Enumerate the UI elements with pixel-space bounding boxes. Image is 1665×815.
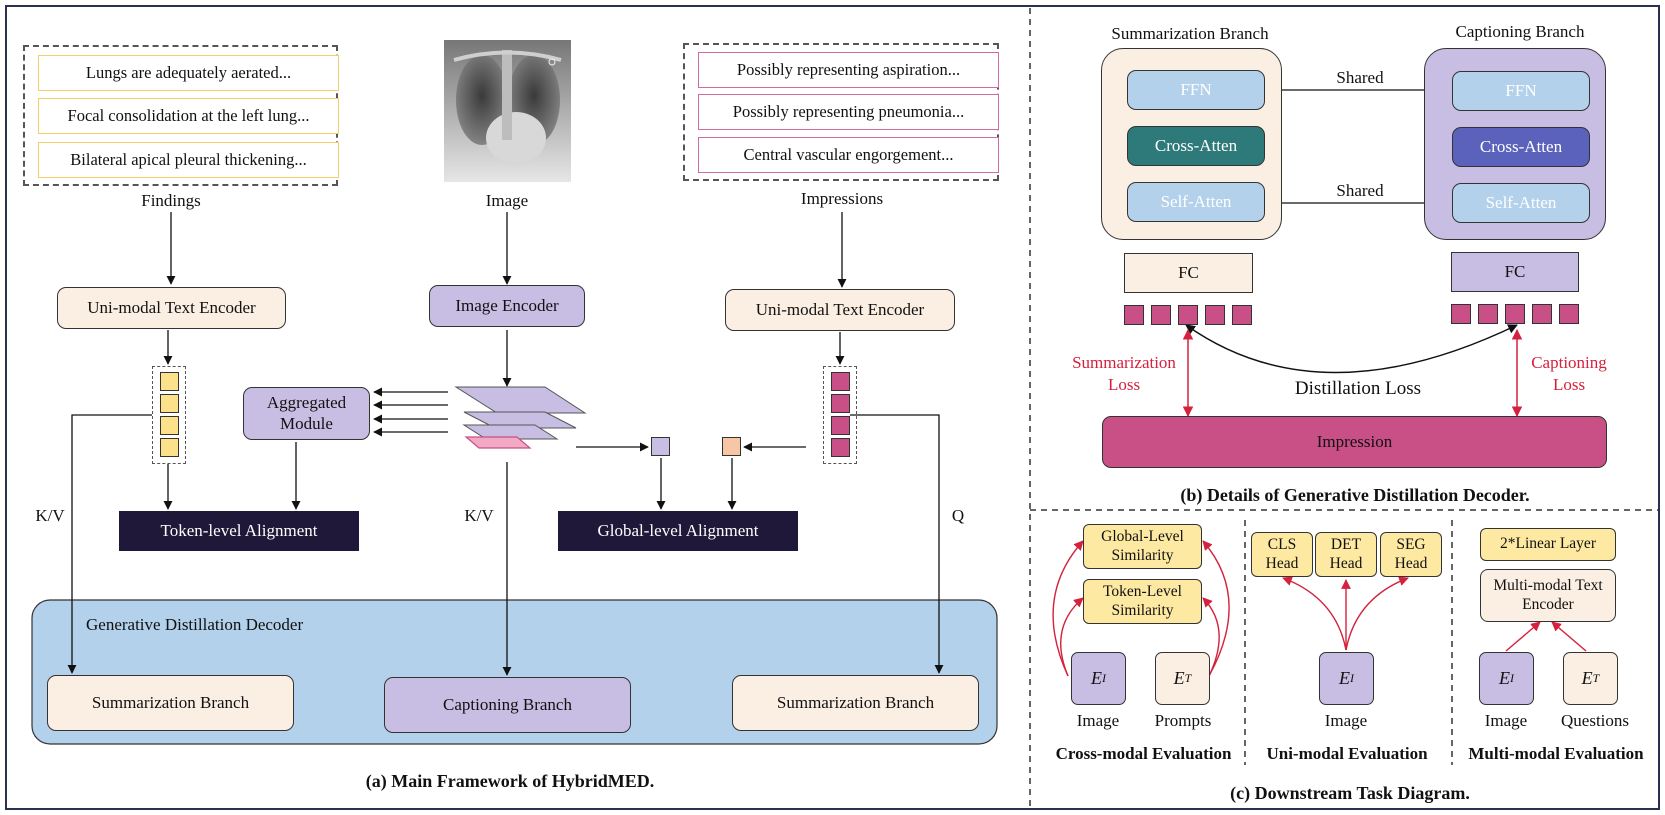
global-text-token — [722, 437, 741, 456]
image-encoder: Image Encoder — [429, 285, 585, 327]
uni-image-label: Image — [1324, 711, 1368, 730]
text-encoder-left: Uni-modal Text Encoder — [57, 287, 286, 329]
text-encoder-right: Uni-modal Text Encoder — [725, 289, 955, 331]
shared-top-label: Shared — [1336, 68, 1384, 87]
impression-1: Possibly representing aspiration... — [698, 52, 999, 88]
caption-c: (c) Downstream Task Diagram. — [1230, 783, 1470, 803]
branch-summarization-right: Summarization Branch — [732, 675, 979, 731]
output-tokens-left — [1124, 305, 1256, 327]
summ-branch-title: Summarization Branch — [1111, 24, 1269, 43]
multi-modal-caption: Multi-modal Evaluation — [1468, 744, 1644, 763]
distillation-loss-label: Distillation Loss — [1294, 378, 1422, 399]
cls-head-box: CLS Head — [1251, 532, 1313, 577]
summ-ffn: FFN — [1127, 70, 1265, 110]
xray-image — [444, 40, 571, 182]
token-stack-right — [823, 366, 857, 464]
det-head-box: DET Head — [1315, 532, 1377, 577]
cap-cross-atten: Cross-Atten — [1452, 127, 1590, 167]
cross-image-label: Image — [1076, 711, 1120, 730]
global-similarity-box: Global-Level Similarity — [1083, 524, 1202, 569]
outer-border — [5, 5, 1660, 810]
token-level-alignment: Token-level Alignment — [119, 511, 359, 551]
mm-text-encoder: Multi-modal Text Encoder — [1480, 569, 1616, 622]
cross-modal-caption: Cross-modal Evaluation — [1055, 744, 1232, 763]
impression-box: Impression — [1102, 416, 1607, 468]
summ-cross-atten: Cross-Atten — [1127, 126, 1265, 166]
cap-branch-title: Captioning Branch — [1455, 22, 1585, 41]
kv-left-label: K/V — [35, 506, 65, 525]
kv-center-label: K/V — [464, 506, 494, 525]
cap-self-atten: Self-Atten — [1452, 183, 1590, 223]
summ-self-atten: Self-Atten — [1127, 182, 1265, 222]
fc-left: FC — [1124, 253, 1253, 293]
token-stack-left — [152, 366, 186, 464]
uni-modal-caption: Uni-modal Evaluation — [1266, 744, 1428, 763]
multi-image-label: Image — [1484, 711, 1528, 730]
findings-group: Lungs are adequately aerated... Focal co… — [23, 45, 339, 186]
impressions-label: Impressions — [800, 189, 884, 208]
branch-captioning: Captioning Branch — [384, 677, 631, 733]
caption-b: (b) Details of Generative Distillation D… — [1180, 485, 1530, 505]
branch-summarization-left: Summarization Branch — [47, 675, 294, 731]
cap-ffn: FFN — [1452, 71, 1590, 111]
decoder-label: Generative Distillation Decoder — [86, 615, 304, 634]
token-similarity-box: Token-Level Similarity — [1083, 579, 1202, 624]
multi-questions-label: Questions — [1561, 711, 1629, 730]
output-tokens-right — [1451, 304, 1583, 326]
summarization-loss-label: Summarization Loss — [1072, 353, 1176, 395]
shared-bottom-label: Shared — [1336, 181, 1384, 200]
seg-head-box: SEG Head — [1380, 532, 1442, 577]
image-label: Image — [485, 191, 529, 210]
finding-3: Bilateral apical pleural thickening... — [38, 142, 339, 178]
global-level-alignment: Global-level Alignment — [558, 511, 798, 551]
linear-layer-box: 2*Linear Layer — [1480, 528, 1616, 561]
q-right-label: Q — [951, 506, 965, 525]
aggregated-module: Aggregated Module — [243, 387, 370, 440]
finding-1: Lungs are adequately aerated... — [38, 55, 339, 91]
findings-label: Findings — [141, 191, 201, 210]
caption-a: (a) Main Framework of HybridMED. — [365, 771, 655, 791]
impression-3: Central vascular engorgement... — [698, 137, 999, 173]
global-image-token — [651, 437, 670, 456]
impressions-group: Possibly representing aspiration... Poss… — [683, 43, 999, 181]
captioning-loss-label: Captioning Loss — [1531, 353, 1607, 395]
cross-prompts-label: Prompts — [1154, 711, 1212, 730]
finding-2: Focal consolidation at the left lung... — [38, 98, 339, 134]
fc-right: FC — [1451, 252, 1579, 292]
impression-2: Possibly representing pneumonia... — [698, 94, 999, 130]
